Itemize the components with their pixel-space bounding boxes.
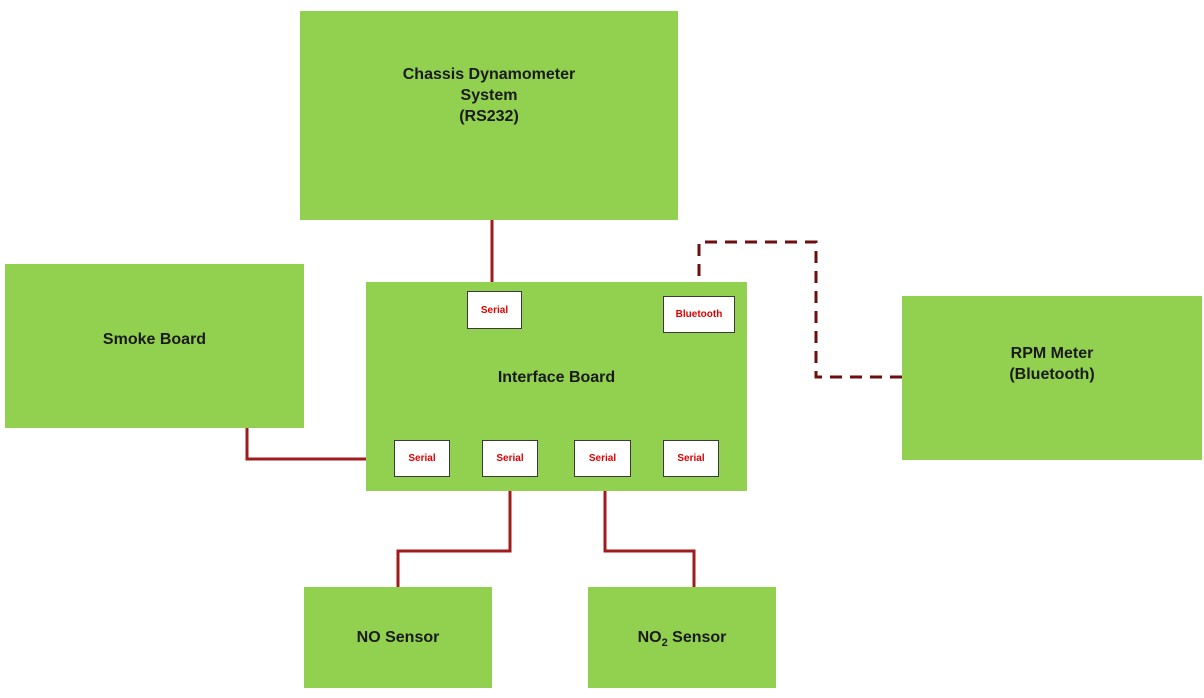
rpm-meter-node: RPM Meter (Bluetooth) — [902, 296, 1202, 460]
chassis-label-line-3: (RS232) — [459, 108, 519, 125]
wire-serial-to-no2-sensor — [603, 477, 696, 587]
no2-suffix: Sensor — [667, 629, 727, 646]
smoke-board-label: Smoke Board — [102, 330, 207, 348]
bluetooth-port: Bluetooth — [663, 296, 735, 333]
no2-subscript: 2 — [661, 637, 668, 649]
chassis-label-line-2: System — [460, 87, 518, 104]
serial-port-top: Serial — [467, 291, 522, 329]
smoke-board-node: Smoke Board — [5, 264, 304, 428]
rpm-label-line-1: RPM Meter — [1010, 345, 1094, 362]
no-sensor-node: NO Sensor — [304, 587, 492, 688]
no2-prefix: NO — [637, 629, 662, 646]
no2-sensor-node: NO2 Sensor — [588, 587, 776, 688]
no-sensor-label: NO Sensor — [356, 629, 440, 646]
serial-port-bottom-1: Serial — [394, 440, 450, 477]
wire-serial-to-no-sensor — [396, 477, 512, 587]
no2-sensor-label: NO2 Sensor — [637, 627, 727, 649]
interface-board-label: Interface Board — [497, 369, 616, 386]
chassis-dynamometer-node: Chassis Dynamometer System (RS232) — [300, 11, 678, 220]
wire-bluetooth-to-rpm — [697, 240, 903, 379]
serial-port-bottom-3: Serial — [574, 440, 631, 477]
serial-port-bottom-4: Serial — [663, 440, 719, 477]
chassis-label-line-1: Chassis Dynamometer — [402, 66, 576, 83]
rpm-label-line-2: (Bluetooth) — [1009, 366, 1095, 383]
wire-smoke-to-serial — [245, 428, 395, 461]
serial-port-bottom-2: Serial — [482, 440, 538, 477]
